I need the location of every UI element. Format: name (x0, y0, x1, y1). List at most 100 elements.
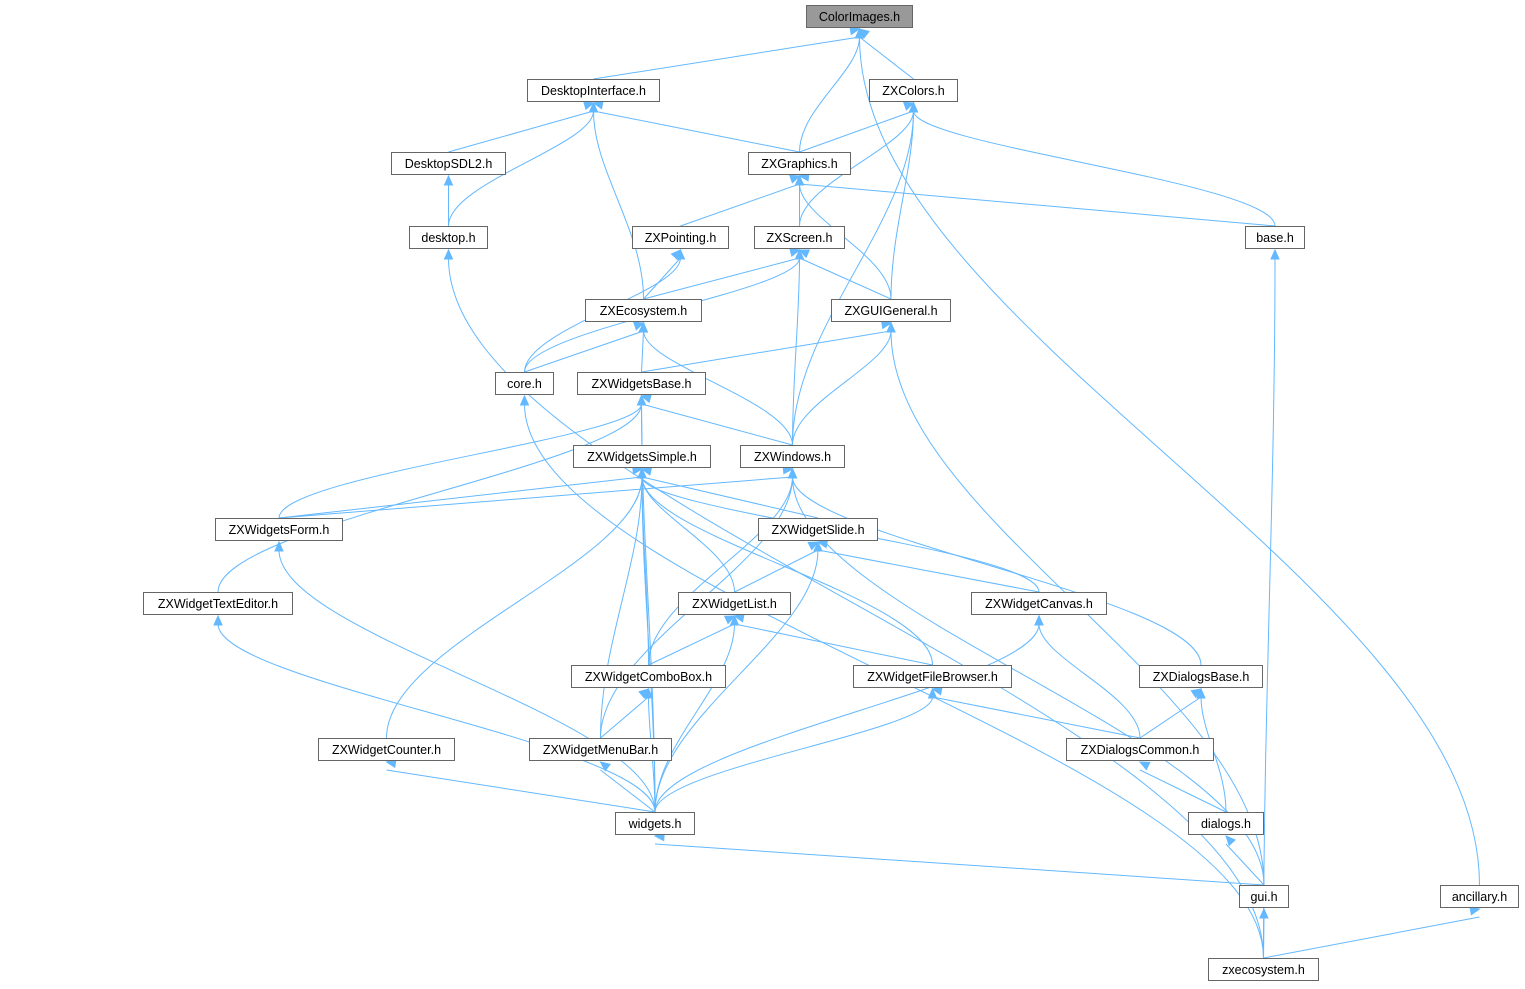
edge-core-h-to-zxecosystem-h (524, 321, 645, 373)
edge-zxdialogsbase-h-to-zxwindows-h (787, 467, 1202, 666)
arrowhead-icon (927, 687, 938, 699)
edge-zxwidgetcounter-h-to-zxwidgetssimple-h (386, 467, 647, 739)
node-zxwidgettexteditor-h[interactable]: ZXWidgetTextEditor.h (143, 592, 293, 615)
arrowhead-icon (1034, 614, 1044, 626)
arrowhead-icon (443, 248, 454, 260)
arrowhead-icon (213, 614, 223, 626)
node-zxdialogsbase-h[interactable]: ZXDialogsBase.h (1139, 665, 1263, 688)
node-zxecosystem-h[interactable]: zxecosystem.h (1208, 958, 1319, 981)
arrowhead-icon (583, 100, 595, 111)
arrowhead-icon (1196, 687, 1206, 699)
edge-gui-h-to-dialogs-h (1225, 835, 1265, 886)
edge-zxwidgetmenubar-h-to-zxwidgetcombobox-h (600, 688, 650, 739)
node-zxpointing-h[interactable]: ZXPointing.h (632, 226, 729, 249)
node-zxwidgetcombobox-h[interactable]: ZXWidgetComboBox.h (571, 665, 726, 688)
arrowhead-icon (729, 614, 740, 626)
arrowhead-icon (599, 761, 611, 772)
arrowhead-icon (794, 174, 805, 186)
edge-widgets-h-to-zxwidgetmenubar-h (599, 761, 656, 813)
node-desktopsdl2-h[interactable]: DesktopSDL2.h (391, 152, 506, 175)
arrowhead-icon (1270, 248, 1280, 260)
edge-zxwidgetmenubar-h-to-zxwidgetssimple-h (600, 467, 647, 739)
arrowhead-icon (519, 394, 530, 406)
edge-zxwidgetcombobox-h-to-zxwidgetlist-h (648, 615, 736, 666)
node-gui-h[interactable]: gui.h (1239, 885, 1289, 908)
arrowhead-icon (1225, 835, 1236, 847)
edge-widgets-h-to-zxwidgetcounter-h (385, 758, 656, 813)
edge-desktopinterface-h-to-colorimages-h (593, 25, 861, 80)
arrowhead-icon (640, 466, 653, 476)
edge-zxdialogscommon-h-to-zxwidgetcanvas-h (1034, 614, 1141, 739)
edge-zxwindows-h-to-zxwidgetsbase-h (640, 393, 793, 446)
node-zxscreen-h[interactable]: ZXScreen.h (754, 226, 845, 249)
edge-zxwindows-h-to-zxguigeneral-h (792, 321, 896, 446)
edge-widgets-h-to-zxwidgetssimple-h (637, 467, 656, 813)
edge-base-h-to-zxcolors-h (908, 101, 1276, 227)
edge-zxwidgetsform-h-to-zxwidgetssimple-h (278, 465, 644, 519)
edge-zxecosystem-h-to-gui-h (1259, 907, 1269, 959)
node-zxwidgetcanvas-h[interactable]: ZXWidgetCanvas.h (971, 592, 1107, 615)
node-base-h[interactable]: base.h (1245, 226, 1305, 249)
edge-zxpointing-h-to-zxgraphics-h (680, 174, 801, 227)
arrowhead-icon (908, 101, 919, 113)
node-zxwidgetsbase-h[interactable]: ZXWidgetsBase.h (577, 372, 706, 395)
arrowhead-icon (588, 101, 599, 113)
node-ancillary-h[interactable]: ancillary.h (1440, 885, 1519, 908)
arrowhead-icon (789, 247, 801, 258)
edge-zxecosystem-h-to-zxscreen-h (643, 247, 801, 300)
arrowhead-icon (643, 687, 654, 699)
node-core-h[interactable]: core.h (495, 372, 554, 395)
node-zxwindows-h[interactable]: ZXWindows.h (740, 445, 845, 468)
edge-dialogs-h-to-zxdialogscommon-h (1138, 761, 1227, 813)
node-zxwidgetslide-h[interactable]: ZXWidgetSlide.h (758, 518, 878, 541)
edge-zxwidgetcombobox-h-to-zxwindows-h (648, 467, 798, 666)
edge-widgets-h-to-zxwidgetfilebrowser-h (654, 687, 938, 813)
node-zxwidgetmenubar-h[interactable]: ZXWidgetMenuBar.h (529, 738, 672, 761)
node-zxguigeneral-h[interactable]: ZXGUIGeneral.h (831, 299, 951, 322)
arrowhead-icon (794, 248, 805, 260)
arrowhead-icon (902, 101, 915, 111)
arrowhead-icon (640, 393, 652, 404)
node-zxecosystem-h[interactable]: ZXEcosystem.h (585, 299, 702, 322)
edge-zxecosystem-h-to-desktop-h (443, 248, 1264, 959)
arrowhead-icon (1259, 907, 1269, 919)
arrowhead-icon (854, 27, 865, 39)
node-zxwidgetlist-h[interactable]: ZXWidgetList.h (678, 592, 791, 615)
arrowhead-icon (675, 248, 686, 260)
edge-zxwidgetslide-h-to-zxwidgetssimple-h (640, 466, 819, 519)
node-zxwidgetcounter-h[interactable]: ZXWidgetCounter.h (318, 738, 455, 761)
node-zxwidgetfilebrowser-h[interactable]: ZXWidgetFileBrowser.h (853, 665, 1012, 688)
arrowhead-icon (637, 467, 647, 479)
edge-zxwindows-h-to-zxcolors-h (792, 101, 919, 446)
node-widgets-h[interactable]: widgets.h (615, 812, 695, 835)
node-dialogs-h[interactable]: dialogs.h (1188, 812, 1264, 835)
arrowhead-icon (807, 541, 820, 551)
node-zxdialogscommon-h[interactable]: ZXDialogsCommon.h (1066, 738, 1214, 761)
edge-gui-h-to-widgets-h (653, 831, 1265, 886)
node-zxwidgetsform-h[interactable]: ZXWidgetsForm.h (215, 518, 343, 541)
edge-desktopsdl2-h-to-desktopinterface-h (448, 100, 595, 153)
arrowhead-icon (443, 174, 454, 186)
node-desktop-h[interactable]: desktop.h (409, 226, 488, 249)
edge-zxwidgetlist-h-to-zxwidgetslide-h (734, 541, 820, 593)
arrowhead-icon (886, 321, 896, 333)
edge-zxgraphics-h-to-desktopinterface-h (592, 100, 800, 153)
edge-zxecosystem-h-to-desktopinterface-h (588, 101, 644, 300)
edge-zxgraphics-h-to-colorimages-h (799, 27, 865, 153)
node-desktopinterface-h[interactable]: DesktopInterface.h (527, 79, 660, 102)
arrowhead-icon (788, 174, 801, 184)
edge-desktop-h-to-desktopsdl2-h (443, 174, 454, 226)
node-zxgraphics-h[interactable]: ZXGraphics.h (748, 152, 851, 175)
edge-zxecosystem-h-to-ancillary-h (1263, 906, 1481, 959)
node-zxcolors-h[interactable]: ZXColors.h (869, 79, 958, 102)
arrowhead-icon (1138, 761, 1151, 771)
edge-widgets-h-to-zxwidgetlist-h (654, 614, 740, 813)
edge-widgets-h-to-zxwidgetsform-h (274, 540, 656, 813)
edge-zxwindows-h-to-zxscreen-h (792, 248, 805, 446)
node-zxwidgetssimple-h[interactable]: ZXWidgetsSimple.h (573, 445, 711, 468)
edge-ancillary-h-to-colorimages-h (854, 27, 1480, 886)
edge-zxwidgetsform-h-to-zxwindows-h (278, 465, 794, 519)
arrowhead-icon (632, 321, 645, 331)
node-colorimages-h[interactable]: ColorImages.h (806, 5, 913, 28)
